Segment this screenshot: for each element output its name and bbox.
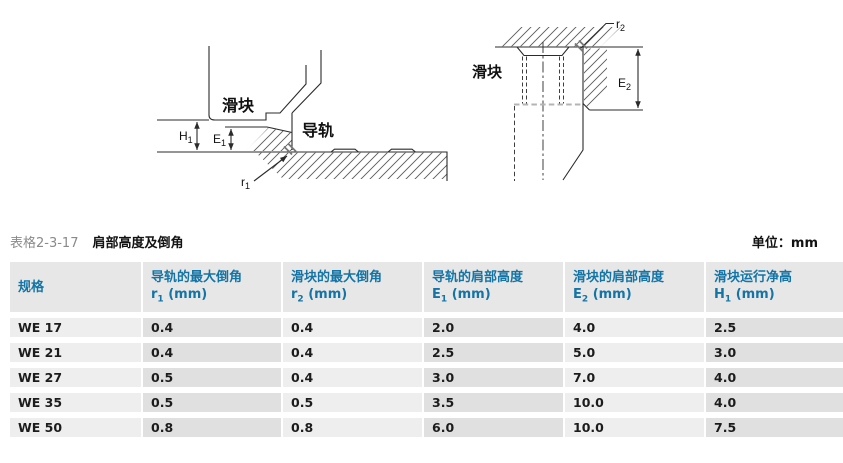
value-cell: 10.0 xyxy=(565,393,704,412)
plate-section-hatch xyxy=(499,27,621,47)
h1-dimension-label: H1 xyxy=(179,129,193,145)
table-number: 表格2-3-17 xyxy=(10,236,79,251)
right-slider-label: 滑块 xyxy=(472,63,503,81)
column-header-label: 滑块的肩部高度 xyxy=(573,270,665,285)
r2-dimension-label: r2 xyxy=(616,17,625,33)
value-cell: 7.5 xyxy=(706,418,843,437)
slider-shoulder-diagram xyxy=(495,22,643,181)
r2-leader-line xyxy=(579,22,614,50)
r1-leader-line xyxy=(253,155,288,182)
column-header-symbol: E1 (mm) xyxy=(432,287,491,305)
value-cell: 0.5 xyxy=(143,368,281,387)
column-header-label: 规格 xyxy=(18,279,45,295)
column-header-label: 导轨的肩部高度 xyxy=(432,270,524,285)
column-header-r1: 导轨的最大倒角 r1 (mm) xyxy=(143,262,281,312)
value-cell: 2.0 xyxy=(424,318,563,337)
column-header-symbol: E2 (mm) xyxy=(573,287,632,305)
value-cell: 4.0 xyxy=(706,393,843,412)
technical-diagrams: 滑块 导轨 H1 E1 r1 xyxy=(157,17,643,191)
spec-cell: WE 50 xyxy=(10,418,141,437)
value-cell: 0.4 xyxy=(143,343,281,362)
unit-label: 单位：mm xyxy=(751,236,818,251)
r2-corner-ticks xyxy=(574,39,588,53)
value-cell: 0.4 xyxy=(143,318,281,337)
left-rail-label: 导轨 xyxy=(302,121,334,140)
value-cell: 6.0 xyxy=(424,418,563,437)
value-cell: 0.4 xyxy=(283,368,422,387)
shoulder-height-table: 规格 导轨的最大倒角 r1 (mm) 滑块的最大倒角 r2 (mm) 导轨的肩部… xyxy=(10,262,843,437)
value-cell: 7.0 xyxy=(565,368,704,387)
column-header-symbol: r1 (mm) xyxy=(151,287,208,305)
rail-section-hatch xyxy=(246,128,292,151)
column-header-e2: 滑块的肩部高度 E2 (mm) xyxy=(565,262,704,312)
r1-corner-ticks xyxy=(283,142,297,156)
base-section-hatch xyxy=(256,152,447,179)
value-cell: 0.5 xyxy=(143,393,281,412)
table-title: 肩部高度及倒角 xyxy=(92,236,184,251)
column-header-label: 滑块的最大倒角 xyxy=(291,270,383,285)
shoulder-bottom-line xyxy=(582,103,643,111)
column-header-r2: 滑块的最大倒角 r2 (mm) xyxy=(283,262,422,312)
value-cell: 4.0 xyxy=(706,368,843,387)
value-cell: 0.4 xyxy=(283,318,422,337)
column-header-symbol: H1 (mm) xyxy=(714,287,775,305)
e2-dimension-label: E2 xyxy=(618,76,631,92)
spec-cell: WE 27 xyxy=(10,368,141,387)
e1-dimension-label: E1 xyxy=(213,132,226,148)
value-cell: 3.5 xyxy=(424,393,563,412)
value-cell: 0.5 xyxy=(283,393,422,412)
slider-outline xyxy=(208,46,322,121)
column-header-symbol: r2 (mm) xyxy=(291,287,348,305)
rail-outline xyxy=(225,113,293,150)
value-cell: 0.8 xyxy=(143,418,281,437)
column-header-label: 滑块运行净高 xyxy=(714,270,793,285)
spec-cell: WE 35 xyxy=(10,393,141,412)
value-cell: 0.4 xyxy=(283,343,422,362)
ground-line xyxy=(157,151,448,181)
countersink-notch xyxy=(516,46,570,57)
value-cell: 0.8 xyxy=(283,418,422,437)
spec-cell: WE 21 xyxy=(10,343,141,362)
value-cell: 2.5 xyxy=(424,343,563,362)
value-cell: 4.0 xyxy=(565,318,704,337)
thread-hidden-lines xyxy=(522,56,564,104)
spec-cell: WE 17 xyxy=(10,318,141,337)
column-header-e1: 导轨的肩部高度 E1 (mm) xyxy=(424,262,563,312)
value-cell: 5.0 xyxy=(565,343,704,362)
table-caption-row: 表格2-3-17 肩部高度及倒角 单位：mm xyxy=(10,234,818,254)
mounting-tab xyxy=(330,148,416,153)
value-cell: 3.0 xyxy=(424,368,563,387)
value-cell: 3.0 xyxy=(706,343,843,362)
r1-dimension-label: r1 xyxy=(241,175,250,191)
column-header-h1: 滑块运行净高 H1 (mm) xyxy=(706,262,843,312)
left-slider-label: 滑块 xyxy=(222,96,255,115)
value-cell: 2.5 xyxy=(706,318,843,337)
rail-shoulder-diagram xyxy=(157,46,448,182)
column-header-label: 导轨的最大倒角 xyxy=(151,270,243,285)
shoulder-section-hatch xyxy=(584,48,607,110)
slider-outer-edge xyxy=(562,47,584,181)
value-cell: 10.0 xyxy=(565,418,704,437)
column-header-spec: 规格 xyxy=(10,262,141,312)
